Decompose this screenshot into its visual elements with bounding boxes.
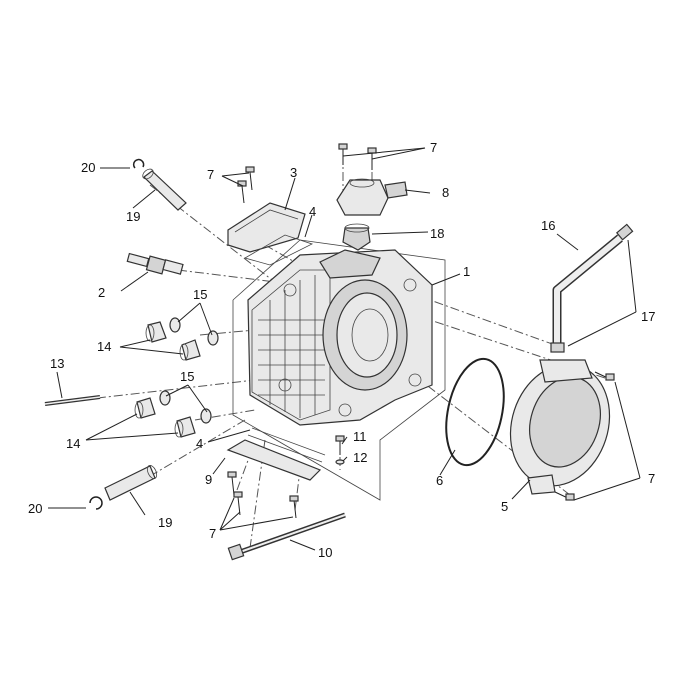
cover-gasket xyxy=(243,234,314,266)
callout-1: 1 xyxy=(463,264,470,279)
callout-11: 11 xyxy=(353,429,367,444)
callout-14b: 14 xyxy=(66,436,80,451)
side-cover xyxy=(509,359,611,495)
lower-tube xyxy=(104,465,158,501)
spark-plug xyxy=(126,252,184,275)
cylinder-head xyxy=(247,249,433,426)
long-bolt xyxy=(227,512,346,561)
head-fin-grid xyxy=(258,275,325,418)
part-number-callouts: 1 2 3 4 4 5 6 7 7 7 7 8 9 10 11 12 13 14… xyxy=(28,140,655,560)
callout-2: 2 xyxy=(98,285,105,300)
callout-20b: 20 xyxy=(28,501,42,516)
callout-19b: 19 xyxy=(158,515,172,530)
callout-5: 5 xyxy=(501,499,508,514)
callout-13: 13 xyxy=(50,356,64,371)
leader-lines xyxy=(48,147,641,551)
screws xyxy=(227,143,615,519)
callout-3: 3 xyxy=(290,165,297,180)
callout-8: 8 xyxy=(442,185,449,200)
callout-17: 17 xyxy=(641,309,655,324)
thermostat-housing xyxy=(336,178,408,216)
callout-9: 9 xyxy=(205,472,212,487)
cap-plugs-upper xyxy=(145,317,219,361)
thermostat xyxy=(342,223,371,251)
valve-cover xyxy=(227,202,306,253)
callout-12: 12 xyxy=(353,450,367,465)
cap-plugs-lower xyxy=(134,390,212,438)
callout-10: 10 xyxy=(318,545,332,560)
o-ring xyxy=(445,357,505,467)
callout-15a: 15 xyxy=(193,287,207,302)
callout-19a: 19 xyxy=(126,209,140,224)
manifold-flange xyxy=(226,427,326,481)
callout-16: 16 xyxy=(541,218,555,233)
callout-7a: 7 xyxy=(207,167,214,182)
callout-4a: 4 xyxy=(309,204,316,219)
stud-bolt xyxy=(44,395,101,406)
callout-15b: 15 xyxy=(180,369,194,384)
callout-14a: 14 xyxy=(97,339,111,354)
circlips xyxy=(89,158,145,510)
upper-tube xyxy=(142,168,187,211)
callout-7d: 7 xyxy=(209,526,216,541)
callout-4b: 4 xyxy=(196,436,203,451)
callout-7b: 7 xyxy=(430,140,437,155)
coolant-hose xyxy=(550,223,634,353)
callout-20a: 20 xyxy=(81,160,95,175)
small-bolt xyxy=(335,435,345,465)
callout-6: 6 xyxy=(436,473,443,488)
callout-7c: 7 xyxy=(648,471,655,486)
housing-envelope xyxy=(232,239,446,501)
callout-18: 18 xyxy=(430,226,444,241)
